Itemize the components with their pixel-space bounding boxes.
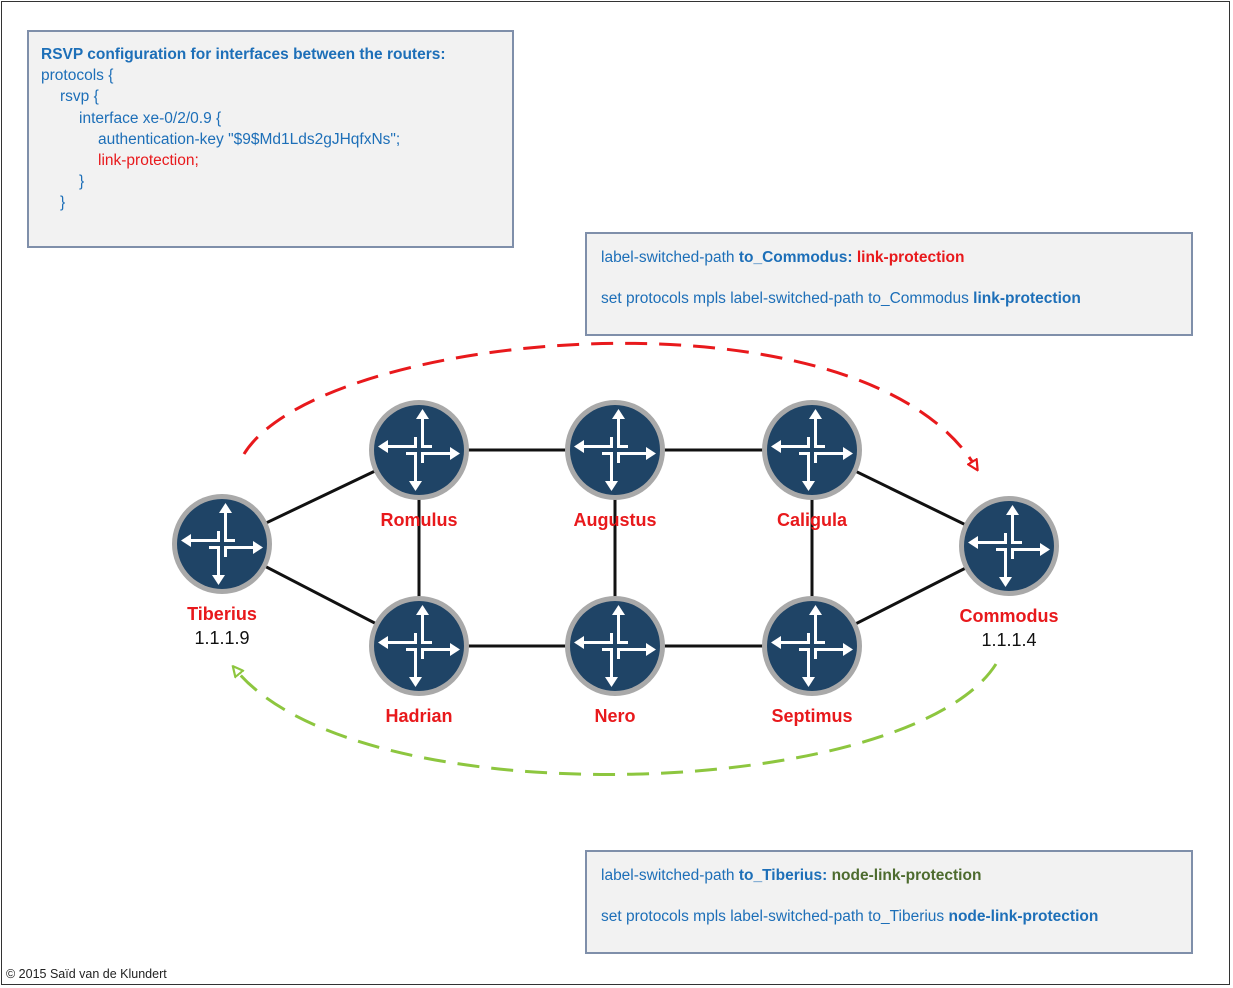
lsp-tiberius-header: label-switched-path to_Tiberius: node-li… (601, 867, 981, 885)
router-romulus: Romulus (369, 400, 469, 530)
router-septimus: Septimus (762, 596, 862, 726)
lsp-name: to_Tiberius: (738, 867, 828, 884)
router-icon (964, 501, 1054, 591)
rsvp-config-box: RSVP configuration for interfaces betwee… (27, 30, 514, 248)
router-caligula: Caligula (762, 400, 862, 530)
lsp-commodus-command: set protocols mpls label-switched-path t… (601, 290, 1081, 308)
lsp-tiberius-box: label-switched-path to_Tiberius: node-li… (585, 850, 1193, 954)
router-name: Romulus (380, 510, 457, 530)
lsp-protection: node-link-protection (827, 867, 982, 884)
router-name: Augustus (574, 510, 657, 530)
config-line: protocols { (41, 67, 114, 85)
config-line: link-protection; (98, 152, 199, 170)
lsp-cmd-protection: node-link-protection (948, 908, 1099, 925)
config-lines: protocols { rsvp { interface xe-0/2/0.9 { a… (41, 65, 500, 213)
router-icon (570, 405, 660, 495)
router-name: Tiberius (187, 604, 257, 624)
lsp-cmd: set protocols mpls label-switched-path t… (601, 908, 949, 925)
return-path-arrow (236, 663, 998, 776)
lsp-prefix: label-switched-path (601, 867, 739, 884)
config-line: interface xe-0/2/0.9 { (79, 109, 222, 127)
router-nero: Nero (565, 596, 665, 726)
router-augustus: Augustus (565, 400, 665, 530)
router-tiberius: Tiberius 1.1.1.9 (172, 494, 272, 648)
copyright: © 2015 Saïd van de Klundert (6, 967, 167, 981)
router-name: Septimus (771, 706, 852, 726)
config-title: RSVP configuration for interfaces betwee… (41, 46, 446, 63)
lsp-prefix: label-switched-path (601, 249, 739, 266)
lsp-cmd-protection: link-protection (973, 290, 1081, 307)
router-icon (570, 601, 660, 691)
router-ip: 1.1.1.9 (194, 628, 249, 648)
router-name: Hadrian (385, 706, 452, 726)
router-icon (374, 405, 464, 495)
router-name: Commodus (960, 606, 1059, 626)
router-name: Caligula (777, 510, 848, 530)
router-icon (177, 499, 267, 589)
router-icon (374, 601, 464, 691)
lsp-protection: link-protection (852, 249, 965, 266)
lsp-commodus-header: label-switched-path to_Commodus: link-pr… (601, 249, 964, 267)
primary-path-arrow (242, 341, 975, 466)
router-hadrian: Hadrian (369, 596, 469, 726)
config-line: } (79, 173, 85, 191)
lsp-name: to_Commodus: (738, 249, 853, 266)
lsp-cmd: set protocols mpls label-switched-path t… (601, 290, 974, 307)
config-line: rsvp { (60, 88, 99, 106)
router-icon (767, 405, 857, 495)
routers-layer: Tiberius 1.1.1.9 Romulus Augustus CaligulaHa… (172, 400, 1059, 726)
router-name: Nero (594, 706, 635, 726)
config-line: } (60, 194, 66, 212)
config-line: authentication-key "$9$Md1Lds2gJHqfxNs"; (98, 130, 401, 148)
router-commodus: Commodus 1.1.1.4 (959, 496, 1059, 650)
lsp-commodus-box: label-switched-path to_Commodus: link-pr… (585, 232, 1193, 336)
lsp-tiberius-command: set protocols mpls label-switched-path t… (601, 908, 1098, 926)
router-ip: 1.1.1.4 (981, 630, 1036, 650)
protection-paths (236, 341, 998, 776)
router-icon (767, 601, 857, 691)
